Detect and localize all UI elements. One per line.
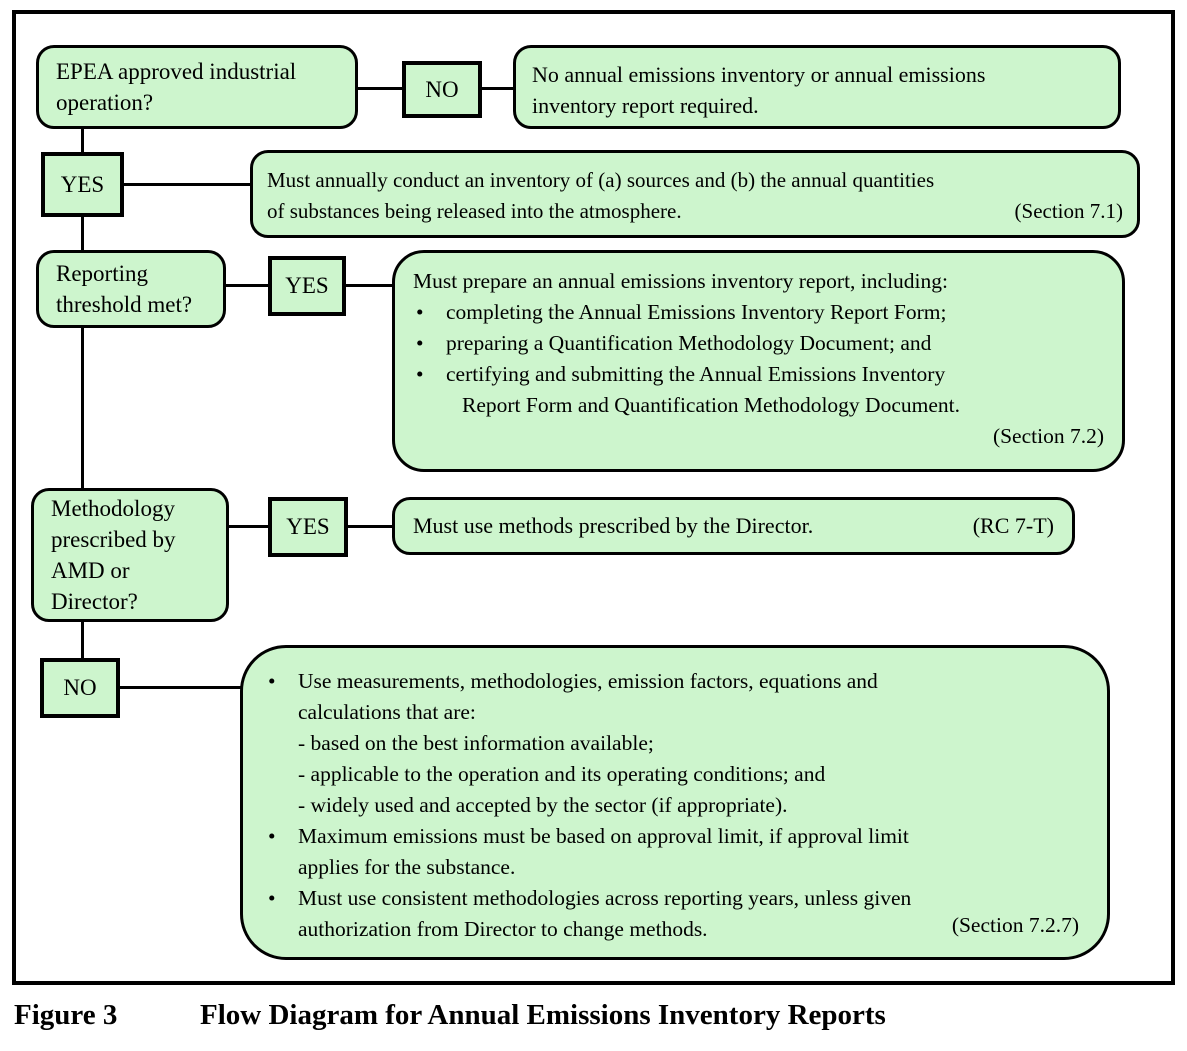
connector-yes-to-reporting [81,215,84,252]
decision-methodology-line1: Methodology [51,496,175,521]
result5-bullet3-line2: authorization from Director to change me… [298,917,708,941]
result2-line2: of substances being released into the at… [267,199,682,223]
yes-label-row4-text: YES [286,514,330,539]
no-label-row5-text: NO [63,675,97,700]
decision-reporting-line2: threshold met? [56,292,193,317]
result-box-prepare-report: Must prepare an annual emissions invento… [392,250,1125,472]
result5-bullet2-line2: applies for the substance. [298,855,516,879]
result1-line2: inventory report required. [532,93,759,118]
bullet-icon: • [416,362,424,386]
result3-bullet1: completing the Annual Emissions Inventor… [446,300,947,324]
connector-methodology-to-yes-label [227,525,270,528]
connector-no-label-to-result1 [480,87,515,90]
list-item: • preparing a Quantification Methodology… [413,328,1104,359]
decision-box-reporting-threshold: Reporting threshold met? [36,250,226,328]
result5-section-ref: (Section 7.2.7) [951,913,1079,937]
result3-bullet3-line2: Report Form and Quantification Methodolo… [462,393,960,417]
result5-bullet2-line1: Maximum emissions must be based on appro… [298,824,909,848]
connector-yes-label-to-result3 [344,284,394,287]
yes-label-row4: YES [268,497,348,557]
result3-bullet2: preparing a Quantification Methodology D… [446,331,932,355]
result5-bullet1-sub2: - applicable to the operation and its op… [298,762,826,786]
decision-methodology-line4: Director? [51,589,138,614]
connector-yes-label-to-result2 [122,183,252,186]
no-label-row1: NO [402,61,482,118]
decision-reporting-line1: Reporting [56,261,148,286]
list-item: • completing the Annual Emissions Invent… [413,297,1104,328]
result3-intro: Must prepare an annual emissions invento… [413,269,948,293]
result-box-no-inventory-required: No annual emissions inventory or annual … [513,45,1121,129]
result5-bullet1-sub3: - widely used and accepted by the sector… [298,793,788,817]
decision-methodology-line3: AMD or [51,558,130,583]
bullet-icon: • [416,331,424,355]
decision-box-epea-approved: EPEA approved industrial operation? [36,45,358,129]
list-item: • Must use consistent methodologies acro… [265,883,1085,945]
connector-no-label-to-result5 [118,686,242,689]
result4-text: Must use methods prescribed by the Direc… [413,513,814,538]
list-item: • certifying and submitting the Annual E… [413,359,1104,421]
figure-caption: Figure 3 Flow Diagram for Annual Emissio… [0,999,1187,1044]
decision-epea-line2: operation? [56,90,154,115]
connector-epea-to-no-label [356,87,404,90]
result3-section-ref: (Section 7.2) [992,424,1104,448]
diagram-border [12,10,1175,985]
result-box-prescribed-methods: Must use methods prescribed by the Direc… [392,497,1075,555]
no-label-row1-text: NO [425,76,459,102]
result5-bullet3-line1: Must use consistent methodologies across… [298,886,912,910]
result2-section-ref: (Section 7.1) [1014,199,1123,223]
result5-bullet1-line2: calculations that are: [298,700,476,724]
result5-bullet1-sub1: - based on the best information availabl… [298,731,654,755]
result-box-conduct-inventory: Must annually conduct an inventory of (a… [250,150,1140,238]
result-box-methodology-requirements: • Use measurements, methodologies, emiss… [240,645,1110,960]
result5-bullet1-line1: Use measurements, methodologies, emissio… [298,669,878,693]
connector-reporting-to-yes-label [224,284,270,287]
result5-bullet-list: • Use measurements, methodologies, emiss… [265,666,1085,945]
figure-caption-label: Figure 3 [14,999,118,1031]
list-item: • Maximum emissions must be based on app… [265,821,1085,883]
connector-methodology-to-no [81,620,84,660]
connector-yes-label-to-result4 [346,525,394,528]
result3-bullet3-line1: certifying and submitting the Annual Emi… [446,362,946,386]
result1-line1: No annual emissions inventory or annual … [532,62,986,87]
bullet-icon: • [268,669,276,693]
decision-methodology-line2: prescribed by [51,527,176,552]
decision-box-methodology-prescribed: Methodology prescribed by AMD or Directo… [31,488,229,622]
figure-caption-title: Flow Diagram for Annual Emissions Invent… [200,999,886,1031]
yes-label-row2-text: YES [60,171,105,197]
result2-line1: Must annually conduct an inventory of (a… [267,168,935,192]
yes-label-row3: YES [268,256,346,316]
decision-epea-line1: EPEA approved industrial [56,59,297,84]
result4-section-ref: (RC 7-T) [972,513,1054,538]
bullet-icon: • [416,300,424,324]
list-item: • Use measurements, methodologies, emiss… [265,666,1085,821]
connector-epea-to-yes [81,127,84,154]
yes-label-row3-text: YES [285,273,329,298]
connector-reporting-to-methodology [81,326,84,490]
bullet-icon: • [268,886,276,910]
bullet-icon: • [268,824,276,848]
yes-label-row2: YES [41,152,124,217]
result3-bullet-list: • completing the Annual Emissions Invent… [413,297,1104,421]
no-label-row5: NO [40,658,120,718]
